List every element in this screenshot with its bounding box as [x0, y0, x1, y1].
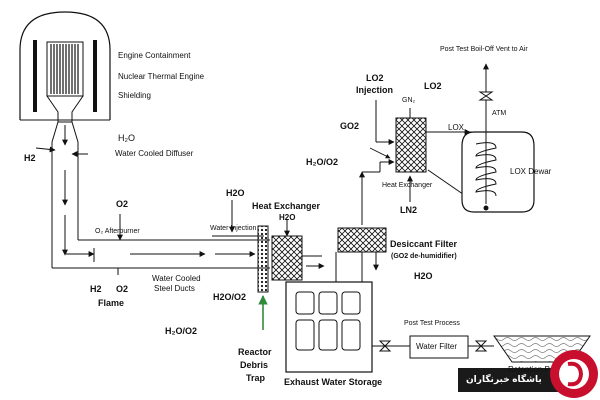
label-lo2-injection-2: Injection — [356, 85, 394, 95]
desiccant-filter — [335, 171, 387, 282]
nuclear-thermal-engine — [46, 41, 84, 143]
label-h2o-o2-mid: H2O/O2 — [213, 292, 247, 302]
vent-line — [470, 63, 494, 133]
engine-containment — [19, 11, 111, 121]
post-test-piping — [372, 340, 494, 352]
label-lox: LOX — [448, 123, 465, 132]
label-flame: Flame — [98, 298, 125, 308]
water-filter-box — [409, 335, 469, 359]
shielding — [33, 40, 97, 112]
label-go2: GO2 — [340, 121, 360, 131]
label-h2o-o2-bottom: H₂O/O2 — [165, 326, 198, 336]
diffuser-duct — [51, 142, 270, 269]
label-retention-pond: Retention P — [508, 365, 550, 374]
label-water-cooled-diffuser: Water Cooled Diffuser — [115, 149, 194, 158]
reactor-debris-trap — [257, 225, 269, 330]
label-nuclear-thermal-engine: Nuclear Thermal Engine — [118, 72, 205, 81]
exhaust-water-storage — [285, 281, 373, 373]
label-lox-dewar: LOX Dewar — [510, 167, 552, 176]
label-shielding: Shielding — [118, 91, 151, 100]
label-heat-exchanger-main: Heat Exchanger — [252, 201, 321, 211]
lox-dewar — [461, 128, 535, 213]
watermark-logo — [458, 350, 598, 398]
heat-exchanger-small — [369, 100, 487, 211]
water-injection — [212, 200, 264, 237]
label-engine-containment: Engine Containment — [118, 51, 191, 60]
label-lo2-right: LO2 — [424, 81, 442, 91]
label-atm: ATM — [492, 110, 507, 117]
label-go2-dehumidifier: (GO2 de-humidifier) — [391, 253, 457, 260]
label-desiccant-filter: Desiccant Filter — [390, 239, 458, 249]
label-heat-exchanger-small: Heat Exchanger — [382, 182, 433, 189]
label-o2-afterburner: O₂ Afterburner — [95, 228, 140, 235]
label-exhaust-water-storage: Exhaust Water Storage — [284, 377, 383, 387]
label-post-test-process: Post Test Process — [404, 320, 460, 327]
label-h2-flame: H2 — [90, 284, 102, 294]
label-h2o-right: H2O — [414, 271, 433, 281]
label-gn2: GN₂ — [402, 97, 416, 104]
label-vent: Post Test Boil-Off Vent to Air — [440, 46, 528, 53]
label-lo2-injection-1: LO2 — [366, 73, 384, 83]
label-steel-ducts: Steel Ducts — [154, 284, 195, 293]
label-reactor: Reactor — [238, 347, 272, 357]
label-o2-flame: O2 — [116, 284, 129, 294]
duct-flow-arrows — [35, 125, 256, 275]
watermark-text: باشگاه خبرنگاران — [466, 374, 542, 384]
label-o2-top: O2 — [116, 199, 129, 209]
label-h2-left: H2 — [24, 153, 36, 163]
label-ln2: LN2 — [400, 205, 418, 215]
label-h2o-top: H₂O — [118, 133, 135, 143]
label-h2o-o2-right: H₂O/O2 — [306, 157, 339, 167]
label-trap: Trap — [246, 373, 266, 383]
label-water-cooled: Water Cooled — [152, 274, 201, 283]
label-debris: Debris — [240, 360, 269, 370]
label-h2o-hx-inner: H2O — [279, 213, 296, 222]
label-h2o-hx-top: H2O — [226, 188, 245, 198]
label-water-injection: Water Injection — [210, 225, 257, 232]
label-water-filter: Water Filter — [416, 342, 458, 351]
